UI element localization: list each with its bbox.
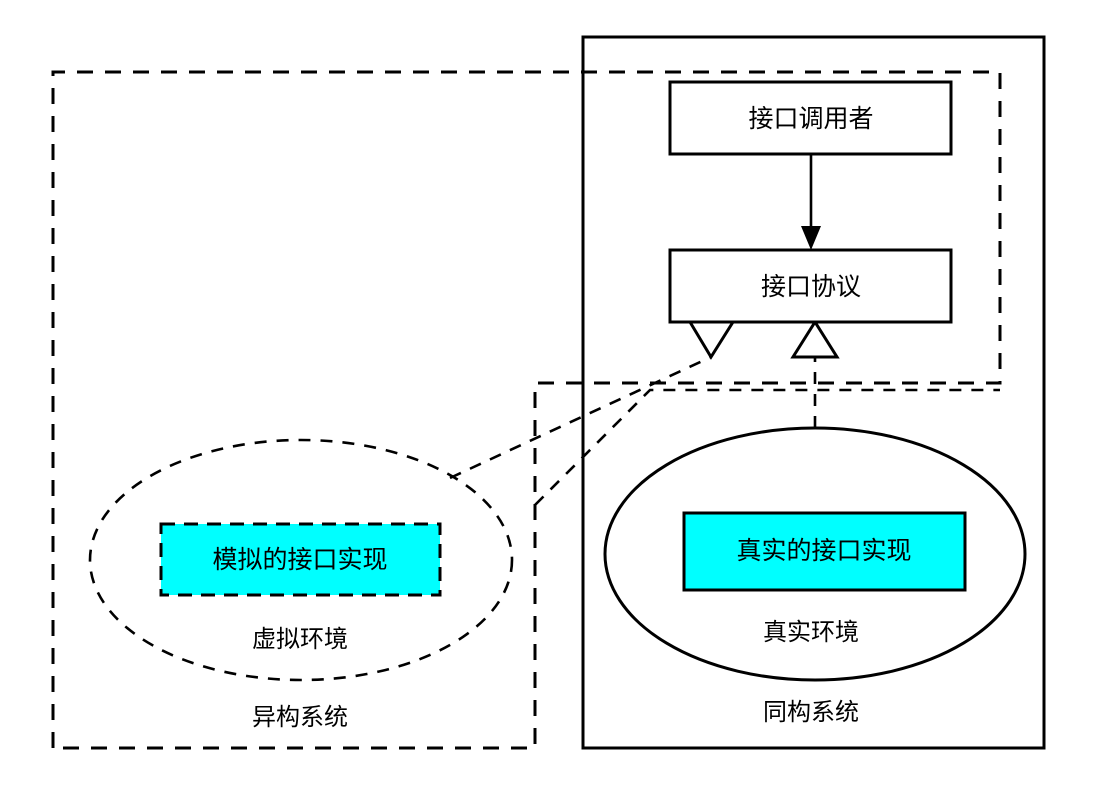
node-mock-implementation-label: 模拟的接口实现 (212, 545, 387, 574)
node-interface-caller-box[interactable] (668, 80, 953, 156)
node-mock-implementation-box[interactable] (159, 522, 442, 597)
connector-heterogeneous-realization-line (534, 388, 1000, 506)
node-interface-protocol-box[interactable] (668, 248, 953, 324)
container-heterogeneous-system-border (51, 70, 1002, 750)
container-heterogeneous-system-label: 异构系统 (252, 703, 348, 731)
container-homogeneous-system-border (581, 35, 1046, 750)
environment-virtual-label: 虚拟环境 (252, 625, 348, 653)
node-mock-implementation[interactable]: 模拟的接口实现 (159, 522, 442, 597)
container-homogeneous-system-label: 同构系统 (763, 698, 859, 726)
node-real-implementation[interactable]: 真实的接口实现 (682, 511, 967, 592)
node-interface-caller-label: 接口调用者 (748, 104, 873, 133)
node-interface-protocol-label: 接口协议 (761, 272, 861, 301)
environment-real-label: 真实环境 (763, 618, 859, 646)
connector-caller-to-protocol-arrowhead (801, 226, 821, 250)
node-interface-caller[interactable]: 接口调用者 (668, 80, 953, 156)
node-real-implementation-label: 真实的接口实现 (736, 536, 911, 565)
node-real-implementation-box[interactable] (682, 511, 967, 592)
connector-real-realization-triangle-icon (790, 319, 840, 359)
environment-virtual-ellipse (88, 438, 514, 682)
connector-mock-realization-line (449, 355, 712, 480)
node-interface-protocol[interactable]: 接口协议 (668, 248, 953, 324)
connector-mock-realization-triangle-icon (687, 320, 736, 360)
